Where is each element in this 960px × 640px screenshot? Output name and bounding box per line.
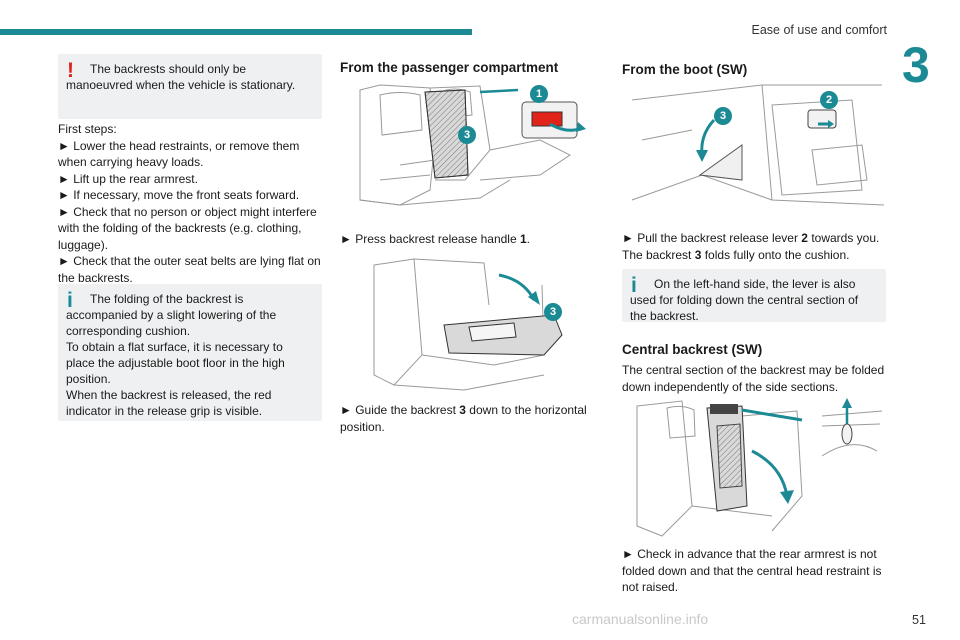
seat-illustration-fold xyxy=(373,258,563,391)
callout-3: 3 xyxy=(458,126,476,144)
info-box-left-lever: i On the left-hand side, the lever is al… xyxy=(622,269,886,323)
figure-boot-lever: 3 2 xyxy=(622,80,884,220)
warning-icon: ! xyxy=(67,59,74,82)
info-text: When the backrest is released, the red i… xyxy=(66,388,272,418)
figure-backrest-folding: 3 xyxy=(364,255,574,393)
chapter-number: 3 xyxy=(902,37,930,93)
page-number: 51 xyxy=(912,613,926,627)
watermark: carmanualsonline.info xyxy=(572,611,709,627)
step-text: . xyxy=(526,232,530,246)
section-title: Ease of use and comfort xyxy=(751,23,888,37)
central-backrest-text: The central section of the backrest may … xyxy=(622,363,885,394)
first-steps: First steps: ► Lower the head restraints… xyxy=(58,121,322,286)
warning-box: ! The backrests should only be manoeuvre… xyxy=(58,54,322,119)
info-icon: i xyxy=(67,289,73,312)
step-ref: 2 xyxy=(801,231,808,245)
info-icon: i xyxy=(631,274,637,297)
callout-1: 1 xyxy=(530,85,548,103)
step-ref: 3 xyxy=(694,247,702,262)
heading-passenger-compartment: From the passenger compartment xyxy=(340,60,559,75)
warning-text: The backrests should only be manoeuvred … xyxy=(66,62,296,92)
info-box: i The folding of the backrest is accompa… xyxy=(58,284,322,421)
step-item: ► Check that no person or object might i… xyxy=(58,204,317,252)
step-item: ► If necessary, move the front seats for… xyxy=(58,188,300,202)
info-text: To obtain a flat surface, it is necessar… xyxy=(66,340,285,386)
header-accent-bar xyxy=(0,29,472,35)
step-text: ► Pull the backrest release lever xyxy=(622,231,802,245)
step-text: folds fully onto the cushion. xyxy=(701,247,850,262)
first-steps-title: First steps: xyxy=(58,122,117,136)
step-item: ► Lift up the rear armrest. xyxy=(58,171,198,186)
callout-2: 2 xyxy=(820,91,838,109)
callout-3: 3 xyxy=(544,303,562,321)
step-check-armrest: ► Check in advance that the rear armrest… xyxy=(622,547,882,594)
step-text: towards you. xyxy=(807,231,880,245)
callout-3: 3 xyxy=(714,107,732,125)
step-ref: 1 xyxy=(519,232,527,246)
step-press-handle: ► Press backrest release handle 1. xyxy=(340,231,596,248)
info-text: The folding of the backrest is accompani… xyxy=(66,292,277,338)
step-text: ► Press backrest release handle xyxy=(340,232,520,246)
seat-illustration xyxy=(359,84,586,206)
boot-illustration xyxy=(631,84,884,206)
step-text: The backrest xyxy=(622,247,695,262)
figure-central-backrest xyxy=(622,396,884,541)
info-text: On the left-hand side, the lever is also… xyxy=(630,277,859,323)
step-text: down to the horizontal position. xyxy=(340,403,587,434)
figure-release-handle: 1 3 xyxy=(340,80,592,220)
step-pull-lever: ► Pull the backrest release lever 2 towa… xyxy=(622,230,886,263)
step-ref: 3 xyxy=(459,403,466,417)
central-backrest-illustration xyxy=(636,398,883,537)
step-item: ► Lower the head restraints, or remove t… xyxy=(58,138,300,170)
step-guide-backrest: ► Guide the backrest 3 down to the horiz… xyxy=(340,402,596,435)
heading-central-backrest: Central backrest (SW) xyxy=(622,342,763,357)
step-text: ► Guide the backrest xyxy=(340,403,460,417)
heading-from-boot: From the boot (SW) xyxy=(622,62,748,77)
step-item: ► Check that the outer seat belts are ly… xyxy=(58,254,321,285)
